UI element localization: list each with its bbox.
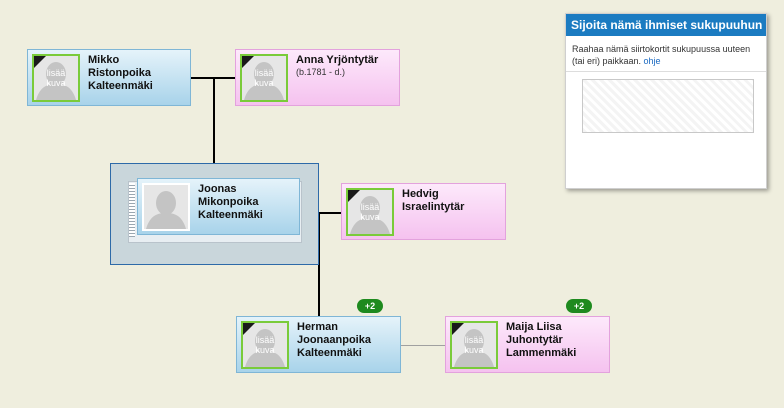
person-silhouette-icon [245,329,285,367]
help-link[interactable]: ohje [643,56,661,66]
connector-joonas-to-herman [318,212,320,318]
person-dates: (b.1781 - d.) [296,67,346,77]
panel-title: Sijoita nämä ihmiset sukupuuhun [566,14,766,36]
photo-corner-mark [34,56,46,68]
person-silhouette-icon [350,196,390,234]
connector-herman-maija [400,345,445,346]
person-silhouette-icon [454,329,494,367]
photo-corner-mark [243,323,255,335]
person-silhouette-icon [244,62,284,100]
photo-corner-mark [242,56,254,68]
connector-parents-to-joonas [213,77,215,182]
card-drop-zone[interactable] [582,79,754,133]
person-silhouette-icon [146,191,186,229]
connector-joonas-hedvig [299,212,341,214]
panel-instructions: Raahaa nämä siirtokortit sukupuussa uute… [572,44,751,66]
card-stack-lines [129,183,135,237]
photo-corner-mark [452,323,464,335]
plus-badge-icon[interactable]: +2 [357,299,383,313]
photo-corner-mark [348,190,360,202]
person-silhouette-icon [36,62,76,100]
placement-panel: Sijoita nämä ihmiset sukupuuhun Raahaa n… [565,13,767,189]
person-name: Anna Yrjöntytär [296,54,379,66]
panel-divider [566,71,766,72]
add-photo-placeholder[interactable] [142,183,190,231]
plus-badge-icon[interactable]: +2 [566,299,592,313]
